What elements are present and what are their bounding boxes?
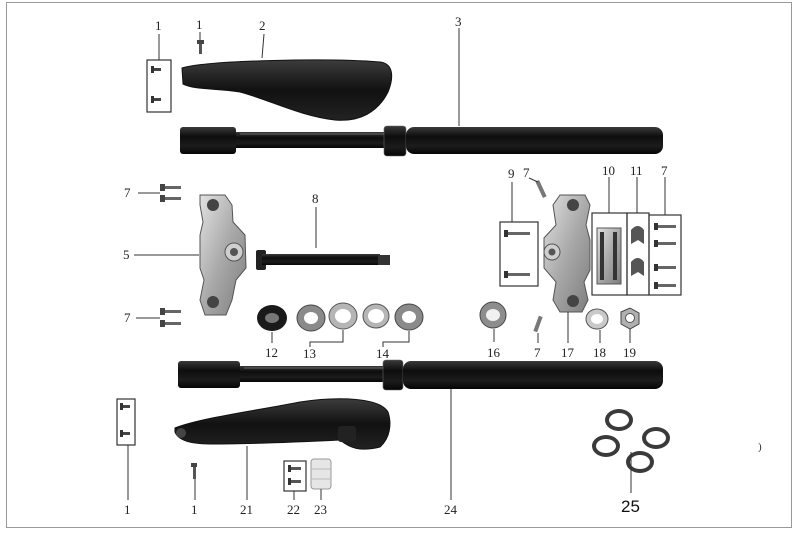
callout-1-bottom-box: 1: [124, 502, 131, 517]
callout-19: 19: [623, 345, 636, 360]
callout-7-center: 7: [534, 345, 541, 360]
callout-21: 21: [240, 502, 253, 517]
bearing-13a: [296, 304, 326, 332]
callout-22: 22: [287, 502, 300, 517]
bearing-14a: [362, 303, 390, 329]
callout-2: 2: [259, 18, 266, 33]
callout-16: 16: [487, 345, 501, 360]
handlebar-clamp-box: [591, 212, 628, 296]
bolts-7-upper-left: [160, 184, 181, 202]
stray-mark: ): [758, 441, 762, 453]
callout-1-top-box: 1: [155, 18, 162, 33]
callout-12: 12: [265, 345, 278, 360]
bolt-box-7-right: [648, 214, 682, 296]
clamp-caps-box: [626, 212, 650, 296]
fork-guard-lower: [174, 398, 391, 450]
fork-tube-lower: [178, 359, 663, 391]
callout-11: 11: [630, 163, 643, 178]
dust-seal-12: [257, 305, 287, 331]
bearing-14b: [394, 303, 424, 331]
washer-18: [585, 308, 609, 330]
callout-8: 8: [312, 191, 319, 206]
leader-lines: [127, 28, 666, 500]
fork-guard-upper: [181, 59, 393, 121]
callout-13: 13: [303, 346, 316, 361]
callout-17: 17: [561, 345, 575, 360]
bearing-13b: [328, 302, 358, 330]
callout-1-bottom-single: 1: [191, 502, 198, 517]
triple-clamp-left: [199, 194, 247, 316]
callout-7-near-9: 7: [523, 165, 530, 180]
callout-25: 25: [621, 497, 640, 516]
bolt-box-1-top: [146, 59, 172, 113]
bolt-1-bottom-single: [191, 463, 197, 479]
callout-7-lower-left: 7: [124, 310, 131, 325]
callout-23: 23: [314, 502, 327, 517]
bolt-7-center: [533, 315, 543, 333]
part-23-block: [310, 458, 332, 490]
diagram-frame: [6, 2, 792, 528]
nut-16: [479, 301, 507, 329]
callout-24: 24: [444, 502, 458, 517]
seal-set-25: [592, 409, 670, 473]
steering-stem: [256, 250, 390, 270]
callout-18: 18: [593, 345, 606, 360]
callout-9: 9: [508, 166, 515, 181]
callout-5: 5: [123, 247, 130, 262]
triple-clamp-right: [543, 194, 591, 313]
callout-1-top-single: 1: [196, 17, 203, 32]
bolt-box-1-bottom: [116, 398, 136, 446]
callout-7-right: 7: [661, 163, 668, 178]
nut-19: [620, 307, 640, 330]
bolt-box-22: [283, 460, 307, 492]
bolt-7-near-9: [535, 179, 547, 199]
bolt-1-top-single: [197, 40, 204, 54]
callout-numbers: 1 1 2 3 7 5 8 7 9 7 10 11 7 12 13 14 16 …: [123, 14, 668, 517]
fork-tube-upper: [180, 125, 663, 157]
bolts-7-lower-left: [160, 308, 181, 327]
bolt-box-9: [499, 221, 539, 287]
callout-7-upper-left: 7: [124, 185, 131, 200]
callout-14: 14: [376, 346, 390, 361]
callout-10: 10: [602, 163, 615, 178]
callout-3: 3: [455, 14, 462, 29]
